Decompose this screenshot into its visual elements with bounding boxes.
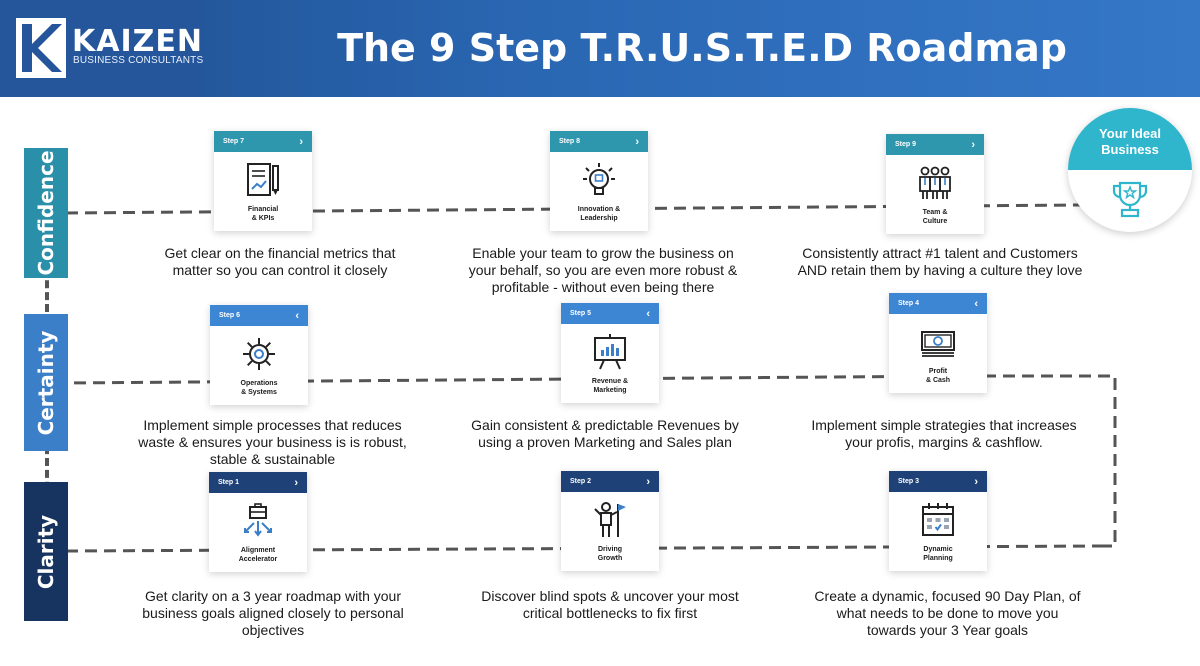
- step-7-header: Step 7 ›: [214, 131, 312, 152]
- step-6-header: Step 6 ‹: [210, 305, 308, 326]
- brand-subtitle: BUSINESS CONSULTANTS: [73, 55, 204, 66]
- step-6-card: Step 6 ‹ Operations & Systems: [210, 305, 308, 405]
- step-6-number: Step 6: [219, 312, 241, 319]
- person-flag-icon: [594, 502, 626, 537]
- step-5-number: Step 5: [570, 310, 592, 317]
- step-5-description: Gain consistent & predictable Revenues b…: [471, 417, 739, 450]
- brand-name: KAIZEN: [72, 24, 203, 59]
- stage-label-certainty: Certainty: [34, 330, 58, 435]
- stage-certainty: Certainty: [24, 314, 68, 451]
- step-5-label: Revenue & Marketing: [591, 378, 629, 394]
- step-7-number: Step 7: [223, 138, 245, 145]
- step-8-number: Step 8: [559, 138, 581, 145]
- step-4-card: Step 4 ‹ Profit & Cash: [889, 293, 987, 393]
- step-3-header: Step 3 ›: [889, 471, 987, 492]
- step-4-number: Step 4: [898, 300, 920, 307]
- chevron-right-icon: ›: [646, 475, 650, 488]
- step-1-header: Step 1 ›: [209, 472, 307, 493]
- step-7-label: Financial & KPIs: [247, 206, 279, 222]
- chevron-right-icon: ›: [299, 135, 303, 148]
- step-3-label: Dynamic Planning: [923, 546, 953, 562]
- logo: KAIZEN BUSINESS CONSULTANTS: [0, 0, 204, 97]
- stage-label-confidence: Confidence: [34, 150, 58, 276]
- ideal-business-label: Your Ideal Business: [1099, 126, 1161, 157]
- lightbulb-icon: [583, 163, 615, 195]
- chevron-right-icon: ›: [294, 476, 298, 489]
- ideal-business-badge: Your Ideal Business: [1068, 108, 1192, 232]
- step-2-header: Step 2 ›: [561, 471, 659, 492]
- step-9-number: Step 9: [895, 141, 917, 148]
- step-8-card: Step 8 › Innovation & Leadership: [550, 131, 648, 231]
- stage-clarity: Clarity: [24, 482, 68, 621]
- step-3-card: Step 3 › Dynamic Planning: [889, 471, 987, 571]
- step-1-number: Step 1: [218, 479, 240, 486]
- chevron-left-icon: ‹: [974, 297, 978, 310]
- step-2-label: Driving Growth: [597, 546, 623, 562]
- step-6-label: Operations & Systems: [240, 380, 278, 396]
- step-3-number: Step 3: [898, 478, 920, 485]
- chevron-right-icon: ›: [971, 138, 975, 151]
- step-9-label: Team & Culture: [922, 209, 948, 225]
- page-title: The 9 Step T.R.U.S.T.E.D Roadmap: [337, 26, 1067, 70]
- cash-icon: [921, 331, 955, 357]
- step-7-description: Get clear on the financial metrics that …: [164, 245, 396, 278]
- kaizen-logo-icon: [16, 18, 66, 78]
- step-4-label: Profit & Cash: [925, 368, 951, 384]
- gear-icon: [243, 338, 275, 370]
- step-8-label: Innovation & Leadership: [577, 206, 621, 222]
- step-7-card: Step 7 › Financial & KPIs: [214, 131, 312, 231]
- step-1-card: Step 1 › Alignment Accelerator: [209, 472, 307, 572]
- team-icon: [919, 166, 951, 199]
- step-3-description: Create a dynamic, focused 90 Day Plan, o…: [814, 588, 1081, 638]
- step-4-description: Implement simple strategies that increas…: [811, 417, 1077, 450]
- chevron-right-icon: ›: [974, 475, 978, 488]
- stage-confidence: Confidence: [24, 148, 68, 278]
- header: KAIZEN BUSINESS CONSULTANTS The 9 Step T…: [0, 0, 1200, 97]
- step-2-card: Step 2 › Driving Growth: [561, 471, 659, 571]
- step-9-card: Step 9 › Team & Culture: [886, 134, 984, 234]
- step-1-description: Get clarity on a 3 year roadmap with you…: [142, 588, 404, 638]
- chevron-left-icon: ‹: [295, 309, 299, 322]
- step-9-description: Consistently attract #1 talent and Custo…: [797, 245, 1083, 278]
- stage-label-clarity: Clarity: [34, 514, 58, 589]
- step-4-header: Step 4 ‹: [889, 293, 987, 314]
- financial-report-icon: [247, 163, 279, 196]
- step-9-header: Step 9 ›: [886, 134, 984, 155]
- step-6-description: Implement simple processes that reduces …: [138, 417, 407, 467]
- step-2-description: Discover blind spots & uncover your most…: [481, 588, 739, 621]
- alignment-arrows-icon: [244, 503, 272, 537]
- step-1-label: Alignment Accelerator: [238, 547, 278, 563]
- calendar-icon: [922, 503, 954, 536]
- step-5-card: Step 5 ‹ Revenue & Marketing: [561, 303, 659, 403]
- step-2-number: Step 2: [570, 478, 592, 485]
- chevron-right-icon: ›: [635, 135, 639, 148]
- step-5-header: Step 5 ‹: [561, 303, 659, 324]
- step-8-header: Step 8 ›: [550, 131, 648, 152]
- step-8-description: Enable your team to grow the business on…: [468, 245, 738, 295]
- chevron-left-icon: ‹: [646, 307, 650, 320]
- presentation-chart-icon: [594, 334, 626, 370]
- trophy-icon: [1112, 181, 1148, 218]
